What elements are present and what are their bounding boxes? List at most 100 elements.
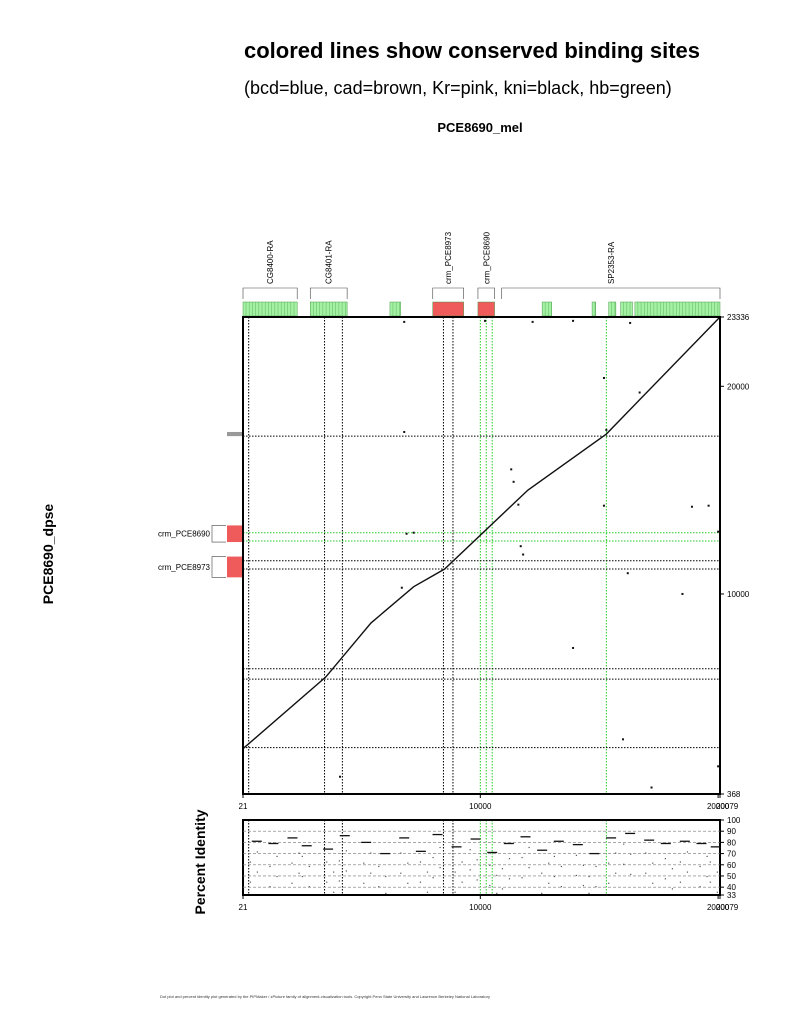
pip-noise-dot <box>308 865 310 868</box>
pip-noise-dot <box>298 852 300 854</box>
pip-noise-dot <box>652 882 654 884</box>
pip-noise-dot <box>548 882 550 884</box>
pip-noise-dot <box>623 863 625 865</box>
pip-noise-dot <box>454 891 456 893</box>
pip-noise-dot <box>582 864 585 866</box>
pip-noise-dot <box>461 881 463 883</box>
pip-noise-dot <box>541 892 543 894</box>
pip-noise-dot <box>400 852 402 854</box>
x-tick-label: 21 <box>239 802 248 811</box>
alignment-dot <box>629 321 632 324</box>
pip-noise-dot <box>686 851 689 853</box>
pip-noise-dot <box>291 882 293 884</box>
pip-y-tick-label: 80 <box>727 838 736 847</box>
alignment-dot <box>602 376 605 379</box>
y-feature-label: crm_PCE8973 <box>158 563 211 572</box>
pip-noise-dot <box>575 854 578 856</box>
y-tick-label: 23336 <box>727 313 750 322</box>
pip-noise-dot <box>521 877 523 879</box>
alignment-dot <box>522 553 525 556</box>
x-tick-label: 20079 <box>716 802 739 811</box>
pip-noise-dot <box>345 850 347 852</box>
pip-noise-dot <box>575 874 578 877</box>
x-feature-block <box>432 301 464 317</box>
pip-noise-dot <box>269 865 271 868</box>
x-feature-bracket <box>432 287 464 299</box>
pip-noise-dot <box>595 886 597 888</box>
pip-x-tick-label: 20000 <box>707 903 730 912</box>
alignment-dot <box>707 504 710 507</box>
pip-noise-dot <box>249 861 251 863</box>
pip-noise-dot <box>608 882 610 884</box>
alignment-dot <box>510 468 513 471</box>
pip-noise-dot <box>333 891 335 893</box>
y-feature-label: crm_PCE8690 <box>158 530 211 539</box>
pip-noise-dot <box>276 875 278 878</box>
x-feature-block <box>389 301 401 317</box>
alignment-dot <box>690 505 693 508</box>
pip-noise-dot <box>716 891 718 893</box>
pip-noise-dot <box>426 891 429 893</box>
pip-noise-dot <box>301 855 303 858</box>
alignment-dot <box>517 503 520 506</box>
x-feature-block <box>541 301 552 317</box>
pip-noise-dot <box>426 871 429 873</box>
alignment-dot <box>403 320 406 323</box>
pip-noise-dot <box>686 871 689 873</box>
pip-noise-dot <box>419 861 422 863</box>
pip-noise-dot <box>439 846 441 849</box>
alignment-dot <box>572 319 575 322</box>
pip-noise-dot <box>496 892 498 894</box>
pip-y-tick-label: 50 <box>727 872 736 881</box>
pip-noise-dot <box>508 858 511 860</box>
x-feature-label: crm_PCE8973 <box>444 231 453 284</box>
pip-noise-dot <box>469 849 471 851</box>
pip-noise-dot <box>671 868 674 870</box>
pip-x-tick-label: 10000 <box>469 903 492 912</box>
pip-noise-dot <box>476 879 478 881</box>
alignment-dot <box>400 586 403 589</box>
alignment-dot <box>519 545 522 548</box>
pip-noise-dot <box>541 872 543 874</box>
pip-noise-dot <box>560 865 562 868</box>
pip-noise-dot <box>595 865 597 868</box>
pip-noise-dot <box>370 872 372 874</box>
pip-x-tick-label: 21 <box>239 903 248 912</box>
y-tick-label: 10000 <box>727 590 750 599</box>
pip-noise-dot <box>679 861 682 863</box>
pip-noise-dot <box>679 881 682 883</box>
y-feature-bracket <box>211 556 226 578</box>
pip-noise-dot <box>699 886 701 888</box>
pip-noise-dot <box>333 871 335 873</box>
pip-noise-dot <box>630 853 632 855</box>
pip-y-tick-label: 60 <box>727 861 736 870</box>
pip-y-tick-label: 100 <box>727 816 741 825</box>
pip-noise-dot <box>501 888 504 890</box>
alignment-dot <box>403 430 406 433</box>
pip-y-tick-label: 90 <box>727 827 736 836</box>
pip-noise-dot <box>521 856 523 859</box>
pip-noise-dot <box>256 871 258 873</box>
x-feature-bracket <box>309 287 348 299</box>
alignment-dot <box>626 572 629 575</box>
page-subtitle: (bcd=blue, cad=brown, Kr=pink, kni=black… <box>244 78 672 98</box>
pip-noise-dot <box>419 881 422 883</box>
pip-noise-dot <box>338 880 340 882</box>
alignment-dot <box>621 738 624 741</box>
alignment-dot <box>531 320 534 323</box>
pip-noise-dot <box>385 875 387 878</box>
pip-noise-dot <box>378 865 380 868</box>
pip-x-tick-label: 20079 <box>716 903 739 912</box>
y-tick-label: 20000 <box>727 382 750 391</box>
pip-noise-dot <box>699 865 701 868</box>
pip-noise-dot <box>276 855 278 858</box>
pip-noise-dot <box>508 878 511 880</box>
pip-noise-dot <box>615 852 617 854</box>
pip-noise-dot <box>469 869 471 871</box>
alignment-dot <box>512 480 515 483</box>
pip-frame <box>242 819 721 896</box>
pip-noise-dot <box>454 871 456 873</box>
footer-note: Dot plot and percent identity plot gener… <box>160 994 490 999</box>
